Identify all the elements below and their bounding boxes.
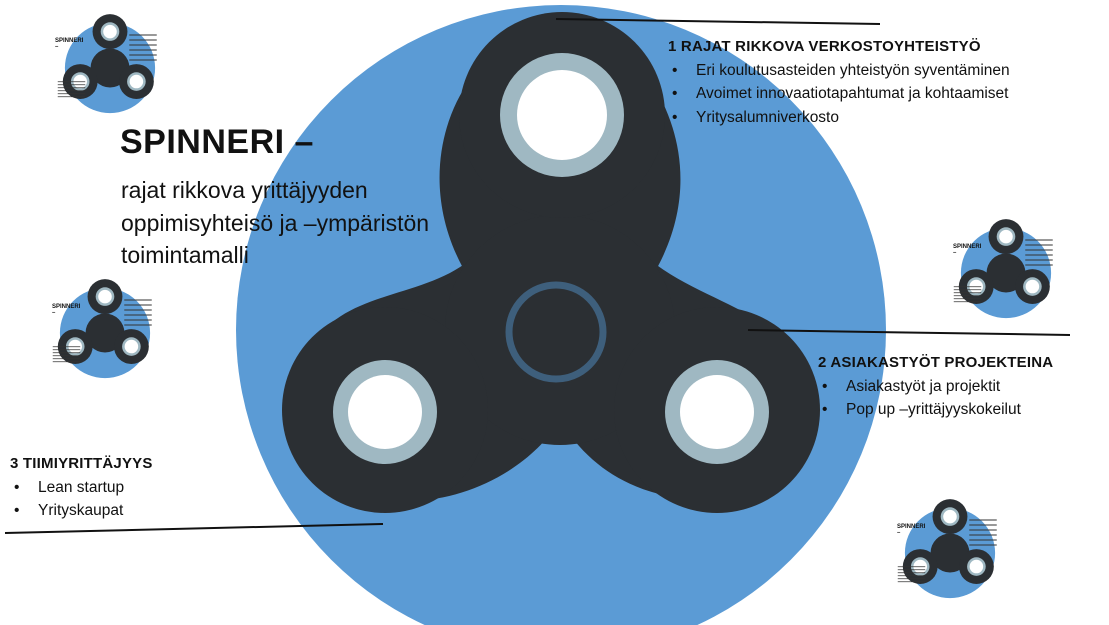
- thumbnail-title: SPINNERI –: [897, 524, 926, 536]
- thumbnail-bearing-hole: [943, 509, 957, 524]
- slide-title: SPINNERI –: [120, 123, 314, 161]
- bullet-item: Yrityskaupat: [10, 499, 230, 523]
- section-heading: 1 RAJAT RIKKOVA VERKOSTOYHTEISTYÖ: [668, 38, 981, 55]
- connector-line-2: [747, 329, 1071, 336]
- fidget-spinner: [282, 12, 820, 513]
- bearing-top-hole: [517, 70, 607, 160]
- thumbnail-title: SPINNERI –: [55, 38, 84, 50]
- thumbnail-spinner-3: [953, 219, 1053, 319]
- bullet-item: Yritysalumniverkosto: [668, 106, 1098, 130]
- thumbnail-spinner-1: [57, 14, 157, 114]
- bearing-left-hole: [348, 375, 422, 449]
- thumbnail-bearing-hole: [1025, 279, 1040, 294]
- thumbnail-group: [52, 14, 1053, 599]
- thumbnail-bearing-hole: [98, 289, 112, 304]
- bullet-item: Lean startup: [10, 476, 230, 500]
- bullet-item: Pop up –yrittäjyyskokeilut: [818, 398, 1108, 422]
- thumbnail-bearing-hole: [124, 339, 139, 354]
- section-verkostoyhteistyo: 1 RAJAT RIKKOVA VERKOSTOYHTEISTYÖ Eri ko…: [668, 38, 1098, 129]
- bullet-list: Eri koulutusasteiden yhteistyön syventäm…: [668, 59, 1098, 129]
- thumbnail-bearing-hole: [129, 74, 144, 89]
- hub-ring: [505, 281, 607, 383]
- thumbnail-title: SPINNERI –: [953, 244, 982, 256]
- bearing-right-hole: [680, 375, 754, 449]
- slide-subtitle: rajat rikkova yrittäjyyden oppimisyhteis…: [121, 177, 430, 269]
- bullet-item: Eri koulutusasteiden yhteistyön syventäm…: [668, 59, 1098, 83]
- bullet-item: Asiakastyöt ja projektit: [818, 375, 1108, 399]
- section-tiimiyrittajyys: 3 TIIMIYRITTÄJYYS Lean startup Yrityskau…: [10, 455, 230, 523]
- thumbnail-bearing-hole: [999, 229, 1013, 244]
- section-heading: 2 ASIAKASTYÖT PROJEKTEINA: [818, 354, 1054, 371]
- bullet-list: Asiakastyöt ja projektit Pop up –yrittäj…: [818, 375, 1108, 422]
- thumbnail-title: SPINNERI –: [52, 304, 81, 316]
- section-heading: 3 TIIMIYRITTÄJYYS: [10, 455, 153, 472]
- connector-line-3: [4, 523, 384, 534]
- section-asiakastyot: 2 ASIAKASTYÖT PROJEKTEINA Asiakastyöt ja…: [818, 354, 1108, 422]
- bullet-list: Lean startup Yrityskaupat: [10, 476, 230, 523]
- connector-line-1: [555, 18, 881, 25]
- thumbnail-bearing-hole: [969, 559, 984, 574]
- thumbnail-bearing-hole: [103, 24, 117, 39]
- thumbnail-spinner-4: [897, 499, 997, 599]
- bullet-item: Avoimet innovaatiotapahtumat ja kohtaami…: [668, 82, 1098, 106]
- thumbnail-spinner-2: [52, 279, 152, 379]
